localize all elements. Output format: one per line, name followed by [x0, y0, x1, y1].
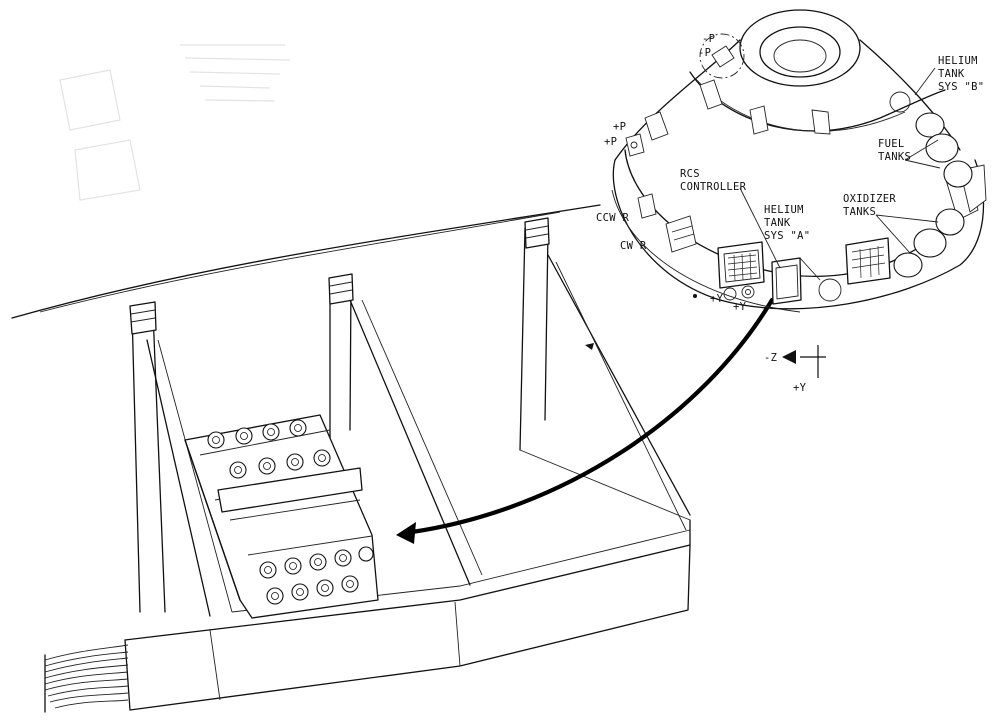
cutaway-structure: [11, 204, 691, 713]
thruster-package: [184, 414, 379, 619]
helium-b-line2: TANK: [938, 68, 965, 80]
label-helium-tank-a: HELIUM TANK SYS "A": [764, 204, 810, 242]
background-bleed-through: [59, 44, 291, 201]
label-oxidizer-tanks: OXIDIZER TANKS: [843, 193, 896, 218]
axis-indicator: [782, 345, 826, 378]
rcs-line1: RCS: [680, 168, 700, 180]
helium-a-line3: SYS "A": [764, 230, 810, 242]
location-arrow: [396, 297, 775, 544]
label-plus-p-top: +P: [613, 121, 626, 133]
fuel-tanks: [915, 112, 973, 188]
label-plus-p-bottom: +P: [604, 136, 617, 148]
helium-b-line1: HELIUM: [938, 55, 978, 67]
label-axis-y: +Y: [793, 382, 807, 394]
leader-lines: [739, 67, 941, 281]
label-helium-tank-b: HELIUM TANK SYS "B": [938, 55, 984, 93]
label-axis-z: -Z: [764, 352, 777, 364]
label-minus-p-bottom: -P: [698, 47, 711, 59]
fuel-line1: FUEL: [878, 138, 905, 150]
label-minus-p-top: -P: [702, 33, 715, 45]
label-cw-r: CW R: [620, 240, 647, 252]
label-rcs-controller: RCS CONTROLLER: [680, 168, 747, 193]
cable-bundle: [44, 644, 129, 713]
label-ccw-r: CCW R: [596, 212, 629, 224]
oxidizer-line1: OXIDIZER: [843, 193, 896, 205]
oxidizer-line2: TANKS: [843, 206, 876, 218]
oxidizer-tanks: [893, 208, 965, 278]
helium-b-line3: SYS "B": [938, 81, 984, 93]
label-plus-y-right: +Y: [733, 301, 747, 313]
command-module-drawing: [611, 9, 987, 313]
fuel-line2: TANKS: [878, 151, 911, 163]
rcs-line2: CONTROLLER: [680, 181, 747, 193]
label-fuel-tanks: FUEL TANKS: [878, 138, 911, 163]
helium-a-line1: HELIUM: [764, 204, 804, 216]
label-plus-y-left: +Y: [710, 293, 724, 305]
helium-a-line2: TANK: [764, 217, 791, 229]
